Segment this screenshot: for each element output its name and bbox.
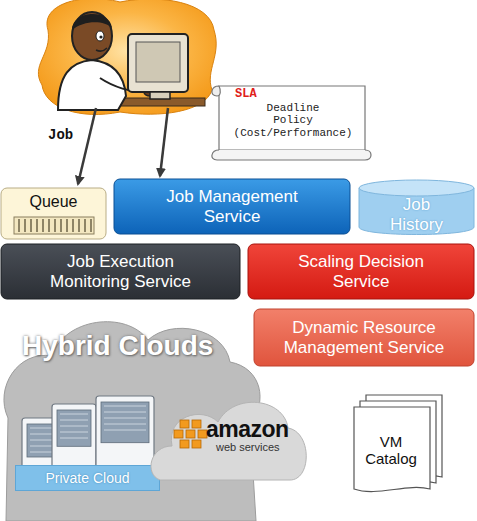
node-text: Job Execution Monitoring Service [33, 252, 208, 291]
process-box: Job Execution Monitoring Service [0, 243, 241, 300]
node-text: Job History [377, 195, 457, 234]
queue-box: Queue [0, 187, 107, 240]
aws-cloud: amazonweb services [150, 388, 307, 483]
process-box: Scaling Decision Service [247, 243, 475, 300]
node-text: Policy (Cost/Performance) [225, 114, 361, 139]
document-stack: VM Catalog [352, 393, 444, 493]
database-cylinder: Job History [358, 179, 475, 236]
node-text: Job Management Service [157, 187, 307, 226]
job-arrow [78, 108, 96, 184]
node-text: amazon [206, 418, 289, 441]
node-text: web services [216, 441, 280, 453]
node-text: Private Cloud [45, 470, 129, 486]
node-text: VM Catalog [361, 433, 421, 468]
cloud-region: Hybrid CloudsPrivate Cloud amazonweb serv… [0, 300, 312, 521]
node-text: SLA [235, 88, 257, 102]
process-box: Job Management Service [113, 178, 351, 235]
node-text: Hybrid Clouds [22, 330, 213, 362]
process-box: Dynamic Resource Management Service [253, 308, 475, 367]
node-text: Queue [29, 193, 77, 211]
node-text: Deadline [267, 102, 320, 115]
node-text: Dynamic Resource Management Service [274, 318, 454, 357]
request-arrow [160, 108, 168, 176]
arrow-label: Job [48, 127, 73, 143]
node-text: Scaling Decision Service [286, 252, 436, 291]
sla-scroll: SLA DeadlinePolicy (Cost/Performance) [205, 78, 373, 162]
private-cloud-label-box: Private Cloud [15, 465, 160, 491]
